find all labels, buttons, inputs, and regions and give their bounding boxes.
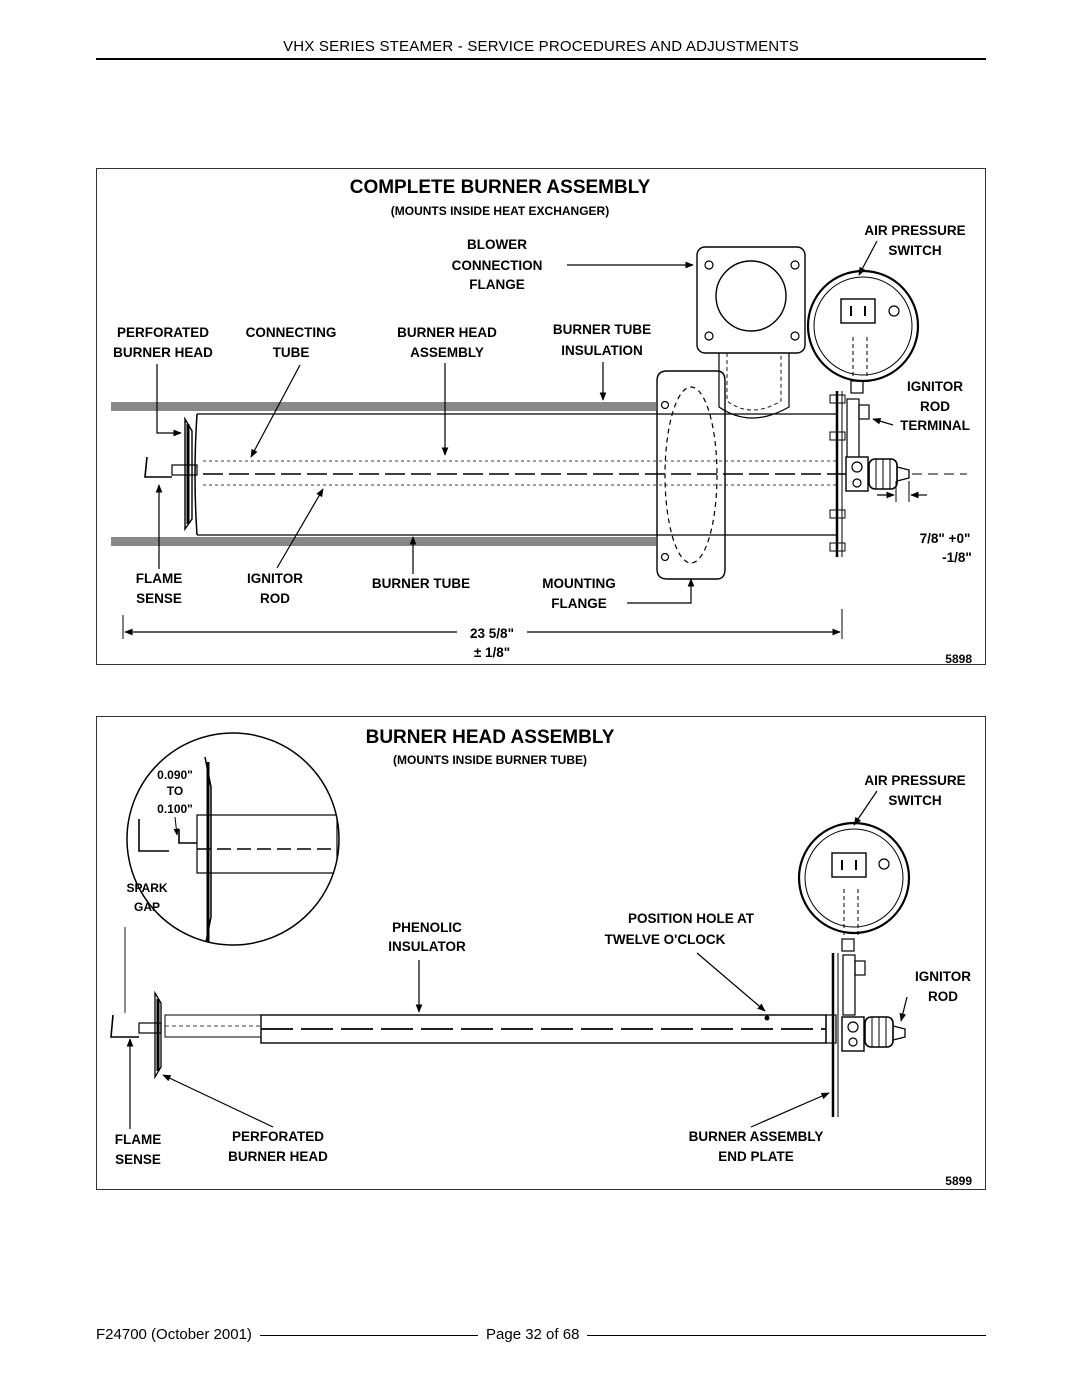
burner-head-assembly-drawing: BURNER HEAD ASSEMBLY (MOUNTS INSIDE BURN…: [110, 727, 972, 1188]
blower-connection-flange: [696, 246, 806, 419]
svg-text:TWELVE O'CLOCK: TWELVE O'CLOCK: [605, 932, 726, 947]
svg-text:INSULATOR: INSULATOR: [388, 939, 466, 954]
svg-text:IGNITOR: IGNITOR: [247, 571, 303, 586]
svg-text:0.100": 0.100": [157, 802, 193, 816]
svg-text:FLANGE: FLANGE: [551, 596, 607, 611]
ignitor-rod-terminal: [845, 456, 967, 492]
svg-text:INSULATION: INSULATION: [561, 343, 643, 358]
svg-text:FLAME: FLAME: [115, 1132, 162, 1147]
svg-text:0.090": 0.090": [157, 768, 193, 782]
svg-text:AIR PRESSURE: AIR PRESSURE: [864, 223, 965, 238]
svg-text:PHENOLIC: PHENOLIC: [392, 920, 462, 935]
burner-assembly-end-plate-label: BURNER ASSEMBLY END PLATE: [689, 1092, 830, 1164]
svg-text:ROD: ROD: [928, 989, 958, 1004]
heat-exchanger-wall-bottom: [111, 537, 656, 546]
connecting-tube-label: CONNECTING TUBE: [246, 325, 337, 458]
flame-sense-label: FLAME SENSE: [115, 1038, 162, 1167]
svg-text:MOUNTING: MOUNTING: [542, 576, 616, 591]
terminal-length-dimension: 7/8" +0" -1/8": [877, 481, 972, 565]
svg-text:SENSE: SENSE: [115, 1152, 161, 1167]
svg-text:BURNER TUBE: BURNER TUBE: [553, 322, 651, 337]
air-pressure-switch-label: AIR PRESSURE SWITCH: [858, 223, 966, 276]
svg-text:ROD: ROD: [260, 591, 290, 606]
perforated-burner-head: [144, 416, 198, 532]
overall-length-dimension: 23 5/8" ± 1/8": [122, 609, 843, 660]
svg-text:CONNECTION: CONNECTION: [452, 258, 543, 273]
complete-burner-assembly-drawing: COMPLETE BURNER ASSEMBLY (MOUNTS INSIDE …: [111, 177, 972, 666]
burner-head-assembly-label: BURNER HEAD ASSEMBLY: [397, 325, 497, 456]
svg-text:END PLATE: END PLATE: [718, 1149, 794, 1164]
svg-text:PERFORATED: PERFORATED: [117, 325, 209, 340]
svg-text:BURNER HEAD: BURNER HEAD: [113, 345, 213, 360]
svg-text:SWITCH: SWITCH: [888, 243, 941, 258]
position-hole-label: POSITION HOLE AT TWELVE O'CLOCK: [605, 911, 766, 1012]
svg-text:ASSEMBLY: ASSEMBLY: [410, 345, 484, 360]
svg-text:GAP: GAP: [134, 900, 160, 914]
ignitor-rod-label: IGNITOR ROD: [247, 488, 324, 606]
svg-text:ROD: ROD: [920, 399, 950, 414]
heat-exchanger-wall-top: [111, 402, 656, 411]
page-number: Page 32 of 68: [478, 1326, 588, 1343]
mounting-flange: [656, 370, 726, 580]
svg-text:SWITCH: SWITCH: [888, 793, 941, 808]
connecting-rod-assembly: [110, 990, 262, 1080]
perforated-burner-head-label: PERFORATED BURNER HEAD: [162, 1074, 328, 1164]
figure2-title: BURNER HEAD ASSEMBLY: [366, 727, 615, 748]
phenolic-insulator: [260, 1014, 827, 1044]
svg-text:AIR PRESSURE: AIR PRESSURE: [864, 773, 965, 788]
svg-text:IGNITOR: IGNITOR: [915, 969, 971, 984]
svg-text:TO: TO: [167, 784, 183, 798]
mounting-flange-label: MOUNTING FLANGE: [542, 576, 695, 611]
svg-text:IGNITOR: IGNITOR: [907, 379, 963, 394]
burner-tube-label: BURNER TUBE: [372, 536, 470, 591]
svg-text:POSITION HOLE AT: POSITION HOLE AT: [628, 911, 755, 926]
svg-text:TUBE: TUBE: [273, 345, 310, 360]
figure2-number: 5899: [945, 1174, 972, 1188]
document-id: F24700 (October 2001): [96, 1326, 260, 1343]
svg-text:SENSE: SENSE: [136, 591, 182, 606]
svg-text:PERFORATED: PERFORATED: [232, 1129, 324, 1144]
svg-text:7/8" +0": 7/8" +0": [920, 531, 971, 546]
svg-text:CONNECTING: CONNECTING: [246, 325, 337, 340]
svg-text:BURNER HEAD: BURNER HEAD: [228, 1149, 328, 1164]
blower-connection-flange-label: BLOWER CONNECTION FLANGE: [452, 237, 694, 292]
burner-assembly-end-plate: [825, 953, 906, 1117]
air-pressure-switch: [806, 269, 920, 394]
figure1-subtitle: (MOUNTS INSIDE HEAT EXCHANGER): [391, 204, 609, 218]
burner-tube: [194, 413, 867, 536]
svg-text:FLAME: FLAME: [136, 571, 183, 586]
phenolic-insulator-label: PHENOLIC INSULATOR: [388, 920, 466, 1013]
burner-head-assembly-figure: BURNER HEAD ASSEMBLY (MOUNTS INSIDE BURN…: [96, 716, 986, 1190]
figure1-number: 5898: [945, 652, 972, 666]
svg-text:BURNER TUBE: BURNER TUBE: [372, 576, 470, 591]
page-footer: F24700 (October 2001) Page 32 of 68: [96, 1326, 986, 1346]
air-pressure-switch: [797, 821, 911, 952]
air-pressure-switch-label: AIR PRESSURE SWITCH: [853, 773, 966, 826]
perforated-burner-head-label: PERFORATED BURNER HEAD: [113, 325, 213, 437]
svg-text:23 5/8": 23 5/8": [470, 626, 514, 641]
svg-text:± 1/8": ± 1/8": [474, 645, 510, 660]
svg-text:-1/8": -1/8": [942, 550, 972, 565]
svg-text:TERMINAL: TERMINAL: [900, 418, 970, 433]
svg-text:BURNER ASSEMBLY: BURNER ASSEMBLY: [689, 1129, 824, 1144]
svg-text:BLOWER: BLOWER: [467, 237, 527, 252]
spark-gap-detail: 0.090" TO 0.100" SPARK GAP: [124, 732, 340, 1013]
svg-text:BURNER HEAD: BURNER HEAD: [397, 325, 497, 340]
svg-text:SPARK: SPARK: [126, 881, 167, 895]
burner-tube-insulation-label: BURNER TUBE INSULATION: [553, 322, 651, 401]
flame-sense-label: FLAME SENSE: [136, 484, 183, 606]
ignitor-rod-terminal-label: IGNITOR ROD TERMINAL: [872, 379, 970, 433]
complete-burner-assembly-figure: COMPLETE BURNER ASSEMBLY (MOUNTS INSIDE …: [96, 168, 986, 666]
figure2-subtitle: (MOUNTS INSIDE BURNER TUBE): [393, 753, 587, 767]
header-rule: [96, 58, 986, 60]
page-header: VHX SERIES STEAMER - SERVICE PROCEDURES …: [283, 38, 799, 55]
svg-text:FLANGE: FLANGE: [469, 277, 525, 292]
ignitor-rod-label: IGNITOR ROD: [899, 969, 971, 1022]
figure1-title: COMPLETE BURNER ASSEMBLY: [350, 177, 651, 198]
